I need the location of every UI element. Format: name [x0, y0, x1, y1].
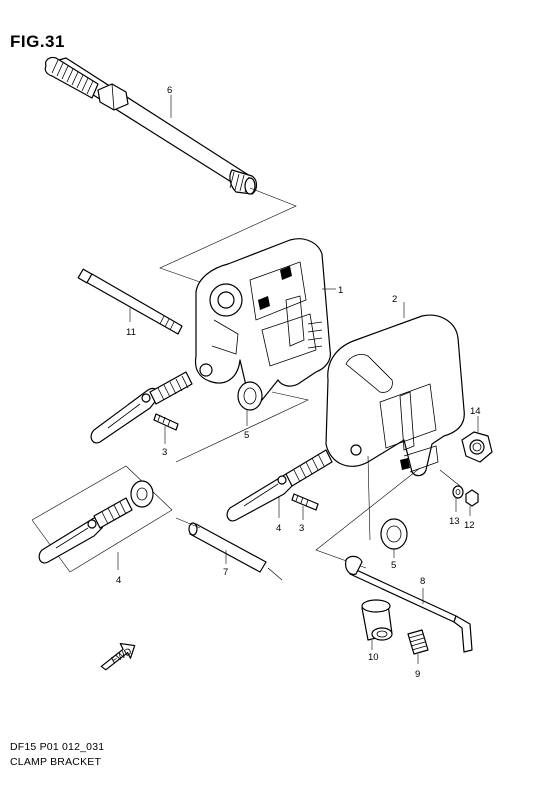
figure-caption: CLAMP BRACKET [10, 756, 102, 768]
part-1-clamp-bracket[interactable] [194, 238, 331, 403]
part-5-cap-upper[interactable] [237, 381, 263, 411]
callout-9: 9 [415, 669, 420, 680]
callout-12: 12 [464, 520, 475, 531]
callout-4a: 4 [116, 575, 121, 586]
callout-7: 7 [223, 567, 228, 578]
part-9-spring[interactable] [407, 629, 429, 655]
callout-5a: 5 [244, 430, 249, 441]
part-4-clamp-screw-upper[interactable] [90, 371, 193, 444]
callout-3b: 3 [299, 523, 304, 534]
fwd-arrow-icon: FWD [100, 642, 136, 671]
part-12-small-nut[interactable] [465, 489, 479, 507]
part-10-collar[interactable] [361, 599, 393, 641]
figure-code: DF15 P01 012_031 [10, 741, 105, 753]
callout-8: 8 [420, 576, 425, 587]
part-11-bolt[interactable] [77, 268, 183, 335]
part-5-cap-lower[interactable] [380, 518, 408, 550]
part-7-tube[interactable] [188, 522, 267, 573]
part-14-nut[interactable] [461, 431, 493, 463]
callout-14: 14 [470, 406, 481, 417]
part-2-clamp-bracket[interactable] [325, 314, 465, 477]
part-6-shaft[interactable] [44, 56, 258, 195]
part-3-pin-upper[interactable] [153, 413, 179, 431]
callout-5b: 5 [391, 560, 396, 571]
part-4-clamp-screw-lower[interactable] [38, 480, 154, 564]
callout-3a: 3 [162, 447, 167, 458]
part-8-tilt-rod[interactable] [345, 555, 473, 653]
callout-13: 13 [449, 516, 460, 527]
figure-title: FIG.31 [10, 32, 65, 51]
part-13-washer[interactable] [452, 485, 464, 499]
callout-6: 6 [167, 85, 172, 96]
part-4-clamp-screw-middle[interactable] [226, 449, 333, 522]
callout-1: 1 [338, 285, 343, 296]
callout-10: 10 [368, 652, 379, 663]
callout-2: 2 [392, 294, 397, 305]
callout-4b: 4 [276, 523, 281, 534]
callout-11: 11 [126, 327, 136, 338]
part-3-pin-middle[interactable] [291, 493, 319, 511]
